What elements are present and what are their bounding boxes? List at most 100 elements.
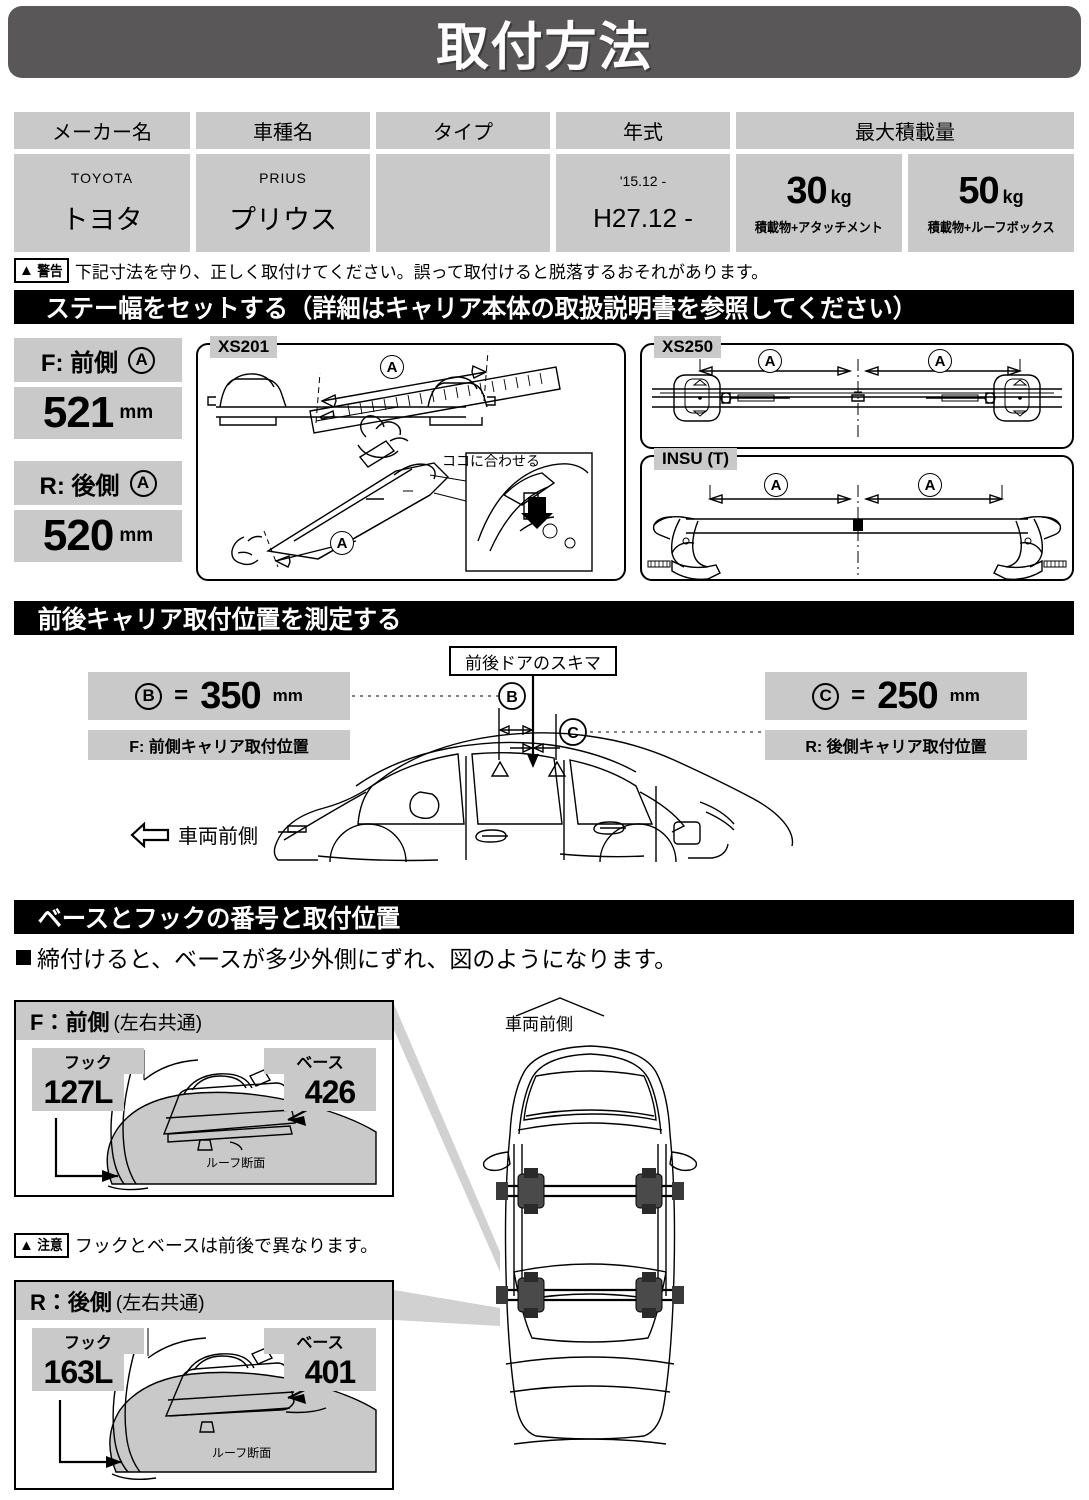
marker-a-icon: A xyxy=(128,346,156,374)
spec-column-year: 年式 '15.12 - H27.12 - xyxy=(556,112,730,252)
warning-triangle-icon: ▲ xyxy=(19,262,34,279)
rear-roof-section-diagram xyxy=(58,1328,377,1481)
rear-hook-value: 163L xyxy=(32,1354,124,1391)
measure-rear-box: C = 250 mm xyxy=(765,672,1027,720)
warning-notice: ▲ 警告 下記寸法を守り、正しく取付けてください。誤って取付けると脱落するおそれ… xyxy=(14,258,768,283)
stay-width-values: F: 前側 A 521 mm R: 後側 A 520 mm xyxy=(14,338,182,562)
left-arrow-icon xyxy=(130,821,170,848)
section2-title: 前後キャリア取付位置を測定する xyxy=(37,606,402,634)
diagram-panel-xs250: A A xyxy=(640,343,1074,449)
section1-title: ステー幅をセットする（詳細はキャリア本体の取扱説明書を参照してください） xyxy=(45,295,918,323)
year-western: '15.12 - xyxy=(619,172,667,189)
max-load-roofbox-desc: 積載物+ルーフボックス xyxy=(927,220,1055,235)
warning-text: 下記寸法を守り、正しく取付けてください。誤って取付けると脱落するおそれがあります… xyxy=(74,263,769,282)
up-chevron-icon xyxy=(515,997,605,1017)
marker-a-icon: A xyxy=(764,473,788,497)
diagram-panel-insu-t: A A xyxy=(640,455,1074,581)
rear-panel-header: R：後側 (左右共通) xyxy=(16,1282,392,1320)
front-roof-section-label: ルーフ断面 xyxy=(206,1156,266,1170)
measure-front-equals: = xyxy=(174,682,189,709)
marker-a-icon: A xyxy=(330,531,354,555)
measure-front-unit: mm xyxy=(272,686,303,705)
vehicle-front-indicator-side: 車両前側 xyxy=(130,820,258,849)
maker-latin: TOYOTA xyxy=(70,169,134,186)
stay-rear-value-box: 520 mm xyxy=(14,510,182,562)
section-bar-base-hook: ベースとフックの番号と取付位置 xyxy=(14,900,1074,934)
measure-rear-unit: mm xyxy=(949,686,980,705)
car-top-view-diagram xyxy=(482,1045,698,1445)
caution-notice: ▲ 注意 フックとベースは前後で異なります。 xyxy=(14,1232,378,1258)
rear-hook-base-panel: R：後側 (左右共通) フッ xyxy=(14,1280,394,1490)
stay-rear-unit: mm xyxy=(119,525,154,546)
rear-panel-title: R：後側 xyxy=(30,1290,112,1315)
caution-badge-label: 注意 xyxy=(37,1237,63,1253)
spec-value-type xyxy=(376,154,550,252)
stay-rear-label: R: 後側 xyxy=(39,472,120,500)
measure-front-label: F: 前側キャリア取付位置 xyxy=(88,730,350,760)
max-load-attachment: 30 kg 積載物+アタッチメント xyxy=(736,154,902,252)
xs250-diagram xyxy=(652,359,1062,437)
stay-front-value-box: 521 mm xyxy=(14,387,182,439)
front-base-value: 426 xyxy=(284,1074,376,1111)
front-hook-label: フック xyxy=(32,1048,144,1074)
svg-text:C: C xyxy=(567,725,579,742)
page-title-banner: 取付方法 xyxy=(8,6,1081,78)
marker-a-icon: A xyxy=(380,355,404,379)
warning-badge: ▲ 警告 xyxy=(14,258,69,283)
front-hook-value: 127L xyxy=(32,1074,124,1111)
svg-text:B: B xyxy=(506,689,518,706)
warning-badge-label: 警告 xyxy=(37,262,63,279)
spec-column-model: 車種名 PRIUS プリウス xyxy=(196,112,370,252)
spec-value-year: '15.12 - H27.12 - xyxy=(556,154,730,252)
stay-front-head: F: 前側 A xyxy=(14,338,182,382)
panel-tag-insu-t: INSU (T) xyxy=(654,448,738,470)
rear-base-value: 401 xyxy=(284,1354,376,1391)
marker-a-icon: A xyxy=(129,469,157,497)
bullet-square-icon xyxy=(16,949,31,965)
spec-header-maker: メーカー名 xyxy=(14,112,190,149)
measure-rear-equals: = xyxy=(851,682,866,709)
front-base-label: ベース xyxy=(264,1048,376,1074)
rear-panel-subtitle: (左右共通) xyxy=(115,1292,205,1314)
max-load-roofbox-value: 50 xyxy=(958,170,999,212)
stay-front-unit: mm xyxy=(119,402,154,423)
max-load-attachment-value: 30 xyxy=(786,170,827,212)
max-load-attachment-desc: 積載物+アタッチメント xyxy=(755,220,883,235)
marker-a-icon: A xyxy=(928,349,952,373)
front-panel-title: F：前側 xyxy=(30,1010,110,1035)
xs201-diagram xyxy=(207,350,593,572)
leader-connectors xyxy=(394,1004,500,1326)
front-panel-subtitle: (左右共通) xyxy=(113,1012,203,1034)
rear-base-label: ベース xyxy=(264,1328,376,1354)
stay-rear-head: R: 後側 A xyxy=(14,461,182,505)
front-hook-base-panel: F：前側 (左右共通) xyxy=(14,1000,394,1197)
section3-note-text: 締付けると、ベースが多少外側にずれ、図のようになります。 xyxy=(37,946,678,972)
caution-text: フックとベースは前後で異なります。 xyxy=(74,1236,379,1256)
front-panel-header: F：前側 (左右共通) xyxy=(16,1002,392,1040)
xs201-callout-text: ココに合わせる xyxy=(442,453,540,469)
rear-roof-section-label: ルーフ断面 xyxy=(212,1446,272,1460)
section-bar-stay-width: ステー幅をセットする（詳細はキャリア本体の取扱説明書を参照してください） xyxy=(14,290,1074,324)
marker-b-icon: B xyxy=(135,682,163,710)
stay-front-label: F: 前側 xyxy=(40,349,119,377)
section-bar-measure-position: 前後キャリア取付位置を測定する xyxy=(14,601,1074,635)
caution-badge: ▲ 注意 xyxy=(14,1232,69,1258)
vehicle-front-label-top: 車両前側 xyxy=(505,1015,573,1034)
max-load-roofbox-unit: kg xyxy=(1002,187,1024,207)
measure-rear-label: R: 後側キャリア取付位置 xyxy=(765,730,1027,760)
page-title: 取付方法 xyxy=(436,18,653,77)
marker-c-icon: C xyxy=(812,682,840,710)
spec-header-max-load: 最大積載量 xyxy=(736,112,1074,149)
stay-front-value: 521 xyxy=(42,388,114,437)
measure-rear-value: 250 xyxy=(877,674,938,717)
spec-column-maker: メーカー名 TOYOTA トヨタ xyxy=(14,112,190,252)
door-gap-callout: 前後ドアのスキマ xyxy=(449,646,617,676)
marker-a-icon: A xyxy=(758,349,782,373)
section3-note-line: 締付けると、ベースが多少外側にずれ、図のようになります。 xyxy=(16,940,677,974)
rear-hook-label: フック xyxy=(32,1328,144,1354)
panel-tag-xs250: XS250 xyxy=(654,336,722,358)
warning-triangle-icon: ▲ xyxy=(19,1236,34,1254)
year-japanese: H27.12 - xyxy=(593,202,693,233)
spec-header-type: タイプ xyxy=(376,112,550,149)
